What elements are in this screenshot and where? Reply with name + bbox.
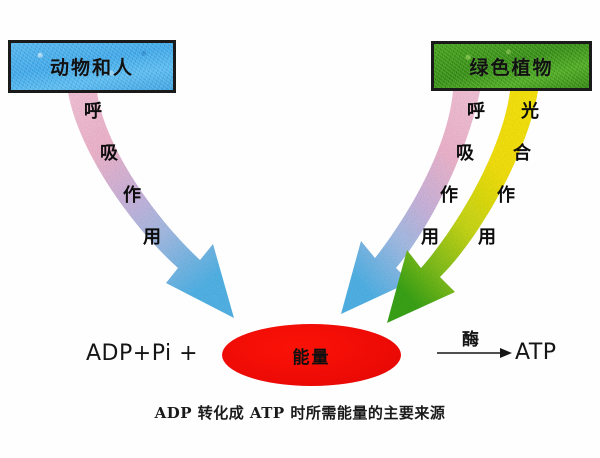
- arrow-label-respiration-right-char-1: 呼: [467, 101, 485, 122]
- arrow-respiration-left: [68, 92, 234, 318]
- source-box-plants-label: 绿色植物: [469, 56, 554, 79]
- diagram-caption: ADP 转化成 ATP 时所需能量的主要来源: [154, 404, 446, 422]
- source-box-animals[interactable]: 动物和人: [8, 40, 176, 93]
- arrow-label-photosynthesis-char-3: 作: [497, 185, 515, 206]
- atp-product-text: ATP: [515, 340, 557, 365]
- arrow-label-respiration-left-char-4: 用: [143, 227, 161, 248]
- energy-node[interactable]: 能量: [222, 324, 401, 386]
- enzyme-label: 酶: [462, 330, 479, 350]
- arrow-label-respiration-left-char-1: 呼: [84, 101, 102, 122]
- arrow-label-photosynthesis-char-2: 合: [513, 143, 531, 164]
- arrow-label-respiration-left-char-2: 吸: [100, 143, 118, 164]
- arrow-label-respiration-right-char-4: 用: [421, 227, 439, 248]
- arrow-label-photosynthesis-char-4: 用: [478, 227, 496, 248]
- energy-node-label: 能量: [292, 347, 331, 368]
- arrow-label-respiration-right-char-2: 吸: [456, 143, 474, 164]
- arrow-photosynthesis: [387, 91, 538, 323]
- arrow-label-photosynthesis-char-1: 光: [521, 101, 539, 122]
- arrow-respiration-right: [341, 91, 480, 314]
- arrow-label-respiration-left-char-3: 作: [123, 185, 141, 206]
- source-box-plants[interactable]: 绿色植物: [431, 41, 592, 91]
- source-box-animals-label: 动物和人: [49, 57, 134, 79]
- arrow-label-respiration-right-char-3: 作: [440, 185, 458, 206]
- enzyme-reaction-arrow: [437, 348, 512, 358]
- adp-reactant-text: ADP+Pi +: [86, 341, 199, 366]
